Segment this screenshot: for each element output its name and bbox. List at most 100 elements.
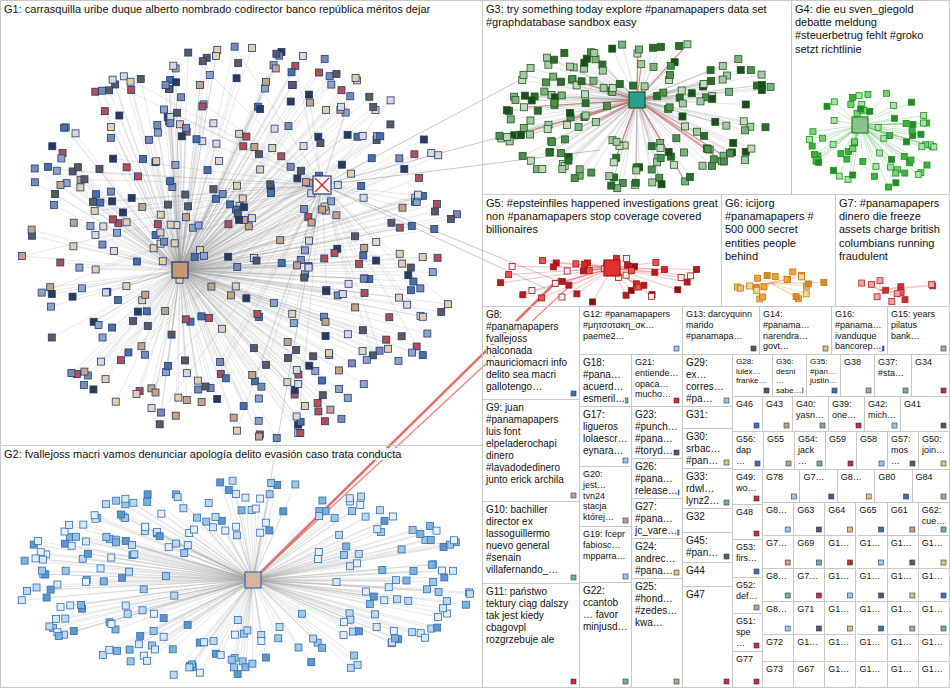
edge-line <box>180 270 259 421</box>
edge-line <box>510 100 637 141</box>
edge-line <box>637 100 690 177</box>
vertex-icon <box>322 332 329 339</box>
vertex-icon <box>233 532 240 539</box>
edge-line <box>180 82 266 270</box>
vertex-icon <box>417 531 424 538</box>
vertex-icon <box>96 166 103 173</box>
edge-line <box>246 137 322 185</box>
edge-line <box>523 268 612 295</box>
vertex-icon <box>308 219 315 226</box>
vertex-icon <box>360 381 367 388</box>
vertex-icon <box>707 67 714 74</box>
vertex-icon <box>212 195 219 202</box>
vertex-icon <box>435 613 442 620</box>
vertex-icon <box>234 182 241 189</box>
vertex-icon <box>123 283 130 290</box>
hub-vertex <box>629 92 645 108</box>
vertex-icon <box>178 133 185 140</box>
vertex-icon <box>145 136 152 143</box>
edge-line <box>180 202 417 270</box>
edge-line <box>180 270 323 395</box>
vertex-icon <box>299 53 306 60</box>
vertex-icon <box>362 588 369 595</box>
edge-line <box>322 185 448 304</box>
edge-line <box>180 56 279 270</box>
edge-line <box>253 580 443 608</box>
edge-line <box>253 580 438 617</box>
vertex-icon <box>867 108 873 114</box>
vertex-icon <box>352 304 359 311</box>
vertex-icon <box>520 71 527 78</box>
vertex-icon <box>435 152 442 159</box>
edge-line <box>637 100 733 143</box>
vertex-icon <box>551 56 558 63</box>
edge-line <box>101 185 322 362</box>
vertex-icon <box>70 219 77 226</box>
vertex-icon <box>151 646 158 653</box>
vertex-icon <box>700 80 707 87</box>
vertex-icon <box>225 487 232 494</box>
edge-line <box>860 125 918 175</box>
vertex-icon <box>336 385 343 392</box>
vertex-icon <box>440 543 447 550</box>
vertex-icon <box>392 577 399 584</box>
vertex-icon <box>33 584 40 591</box>
vertex-icon <box>210 637 217 644</box>
edge-line <box>180 270 246 298</box>
vertex-icon <box>419 313 426 320</box>
vertex-icon <box>667 72 674 79</box>
vertex-icon <box>233 427 240 434</box>
vertex-icon <box>429 269 436 276</box>
vertex-icon <box>123 219 130 226</box>
vertex-icon <box>571 175 578 182</box>
vertex-icon <box>47 303 54 310</box>
edge-line <box>237 185 322 431</box>
vertex-icon <box>95 322 102 329</box>
vertex-icon <box>182 357 189 364</box>
vertex-icon <box>184 621 191 628</box>
vertex-icon <box>762 124 769 131</box>
vertex-icon <box>374 526 381 533</box>
vertex-icon <box>74 164 81 171</box>
vertex-icon <box>546 149 553 156</box>
vertex-icon <box>667 62 674 69</box>
edge-line <box>253 510 380 580</box>
vertex-icon <box>384 345 391 352</box>
edge-line <box>42 185 322 293</box>
vertex-icon <box>301 274 308 281</box>
vertex-icon <box>140 586 147 593</box>
vertex-icon <box>310 353 317 360</box>
vertex-icon <box>321 255 328 262</box>
vertex-icon <box>319 392 326 399</box>
vertex-icon <box>740 118 747 125</box>
vertex-icon <box>122 602 129 609</box>
vertex-icon <box>109 216 116 223</box>
edge-line <box>180 270 341 419</box>
vertex-icon <box>411 151 418 158</box>
vertex-icon <box>159 258 166 265</box>
vertex-icon <box>52 191 59 198</box>
vertex-icon <box>212 513 219 520</box>
vertex-icon <box>240 143 247 150</box>
vertex-icon <box>428 150 435 157</box>
vertex-icon <box>38 289 45 296</box>
vertex-icon <box>201 639 208 646</box>
vertex-icon <box>451 537 458 544</box>
vertex-icon <box>581 59 588 66</box>
vertex-icon <box>110 155 117 162</box>
vertex-icon <box>208 283 215 290</box>
vertex-icon <box>100 223 107 230</box>
vertex-icon <box>150 245 157 252</box>
edge-line <box>253 580 431 629</box>
vertex-icon <box>142 291 149 298</box>
vertex-icon <box>255 417 262 424</box>
vertex-icon <box>539 166 546 173</box>
edge-line <box>253 509 256 580</box>
vertex-icon <box>428 561 435 568</box>
edge-line <box>118 185 322 223</box>
vertex-icon <box>233 523 240 530</box>
vertex-icon <box>38 567 45 574</box>
vertex-icon <box>666 104 673 111</box>
vertex-icon <box>222 527 229 534</box>
edge-line <box>637 75 762 100</box>
